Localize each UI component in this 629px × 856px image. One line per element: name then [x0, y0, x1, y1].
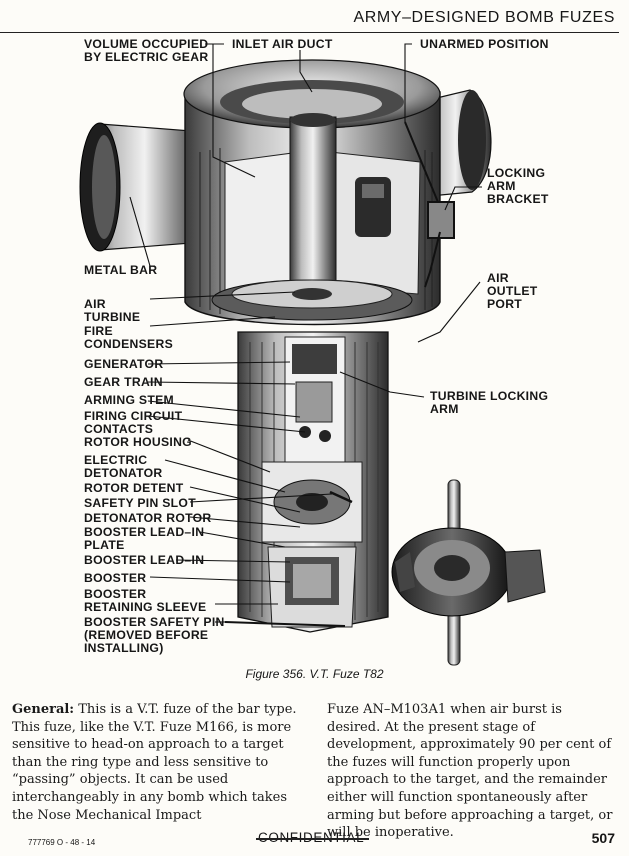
- label-line: ARM: [430, 402, 459, 416]
- label-generator: GENERATOR: [84, 357, 164, 371]
- label-line: OUTLET: [487, 284, 538, 298]
- label-unarmed-position: UNARMED POSITION: [420, 37, 549, 51]
- label-line: LOCKING: [487, 166, 546, 180]
- label-electric-detonator: ELECTRIC DETONATOR: [84, 454, 163, 480]
- label-line: DETONATOR: [84, 466, 163, 480]
- figure-caption: Figure 356. V.T. Fuze T82: [245, 667, 384, 681]
- label-booster-retaining-sleeve: BOOSTER RETAINING SLEEVE: [84, 588, 206, 614]
- label-line: PORT: [487, 297, 523, 311]
- figure-356: VOLUME OCCUPIED BY ELECTRIC GEAR INLET A…: [0, 32, 629, 682]
- label-line: FIRE: [84, 324, 113, 338]
- label-locking-arm-bracket: LOCKING ARM BRACKET: [487, 167, 549, 206]
- label-line: PLATE: [84, 538, 125, 552]
- label-booster-lead-in: BOOSTER LEAD–IN: [84, 553, 205, 567]
- label-line: TURBINE: [84, 310, 141, 324]
- label-line: CONDENSERS: [84, 337, 174, 351]
- label-line: VOLUME OCCUPIED: [84, 37, 209, 51]
- body-paragraph-left: This is a V.T. fuze of the bar type. Thi…: [12, 702, 297, 823]
- label-line: BY ELECTRIC GEAR: [84, 50, 209, 64]
- body-paragraph-right: Fuze AN–M103A1 when air burst is desired…: [327, 702, 613, 841]
- label-gear-train: GEAR TRAIN: [84, 375, 163, 389]
- label-air-outlet-port: AIR OUTLET PORT: [487, 272, 538, 311]
- label-rotor-housing: ROTOR HOUSING: [84, 435, 192, 449]
- label-fire-condensers: FIRE CONDENSERS: [84, 325, 173, 351]
- leader-lines: [129, 43, 482, 623]
- label-line: INSTALLING): [84, 641, 164, 655]
- header-title: ARMY–DESIGNED BOMB FUZES: [353, 9, 615, 26]
- label-arming-stem: ARMING STEM: [84, 393, 174, 407]
- label-line: RETAINING SLEEVE: [84, 600, 207, 614]
- label-rotor-detent: ROTOR DETENT: [84, 481, 184, 495]
- label-metal-bar: METAL BAR: [84, 263, 158, 277]
- label-booster: BOOSTER: [84, 571, 147, 585]
- label-detonator-rotor: DETONATOR ROTOR: [84, 511, 212, 525]
- label-line: BOOSTER SAFETY PIN: [84, 615, 225, 629]
- label-line: ARM: [487, 179, 516, 193]
- classification-mark: CONFIDENTIAL: [258, 830, 364, 845]
- body-column-right: Fuze AN–M103A1 when air burst is desired…: [327, 701, 619, 842]
- air-turbine: [211, 279, 413, 321]
- label-turbine-locking-arm: TURBINE LOCKING ARM: [430, 390, 548, 416]
- print-code: 777769 O - 48 - 14: [28, 838, 96, 847]
- body-column-left: General: This is a V.T. fuze of the bar …: [12, 701, 310, 824]
- label-line: (REMOVED BEFORE: [84, 628, 209, 642]
- label-inlet-air-duct: INLET AIR DUCT: [232, 37, 333, 51]
- fuze-illustration: [79, 43, 546, 666]
- label-booster-lead-in-plate: BOOSTER LEAD–IN PLATE: [84, 526, 204, 552]
- label-line: BRACKET: [487, 192, 549, 206]
- label-line: BOOSTER LEAD–IN: [84, 525, 205, 539]
- fuze-photo: [391, 479, 546, 666]
- label-safety-pin-slot: SAFETY PIN SLOT: [84, 496, 196, 510]
- label-firing-circuit-contacts: FIRING CIRCUIT CONTACTS: [84, 410, 182, 436]
- label-line: AIR: [487, 271, 509, 285]
- label-volume-occupied: VOLUME OCCUPIED BY ELECTRIC GEAR: [84, 38, 208, 64]
- page-number: 507: [591, 830, 615, 846]
- label-line: CONTACTS: [84, 422, 154, 436]
- label-air-turbine: AIR TURBINE: [84, 298, 140, 324]
- classification-strikethrough: [256, 838, 369, 840]
- section-lead: General:: [12, 702, 75, 717]
- page-header: ARMY–DESIGNED BOMB FUZES: [0, 6, 619, 33]
- label-line: BOOSTER: [84, 587, 147, 601]
- inlet-tube-left: [79, 122, 206, 252]
- label-booster-safety-pin: BOOSTER SAFETY PIN (REMOVED BEFORE INSTA…: [84, 616, 225, 655]
- label-line: FIRING CIRCUIT: [84, 409, 183, 423]
- locking-arm: [404, 121, 455, 288]
- label-line: TURBINE LOCKING: [430, 389, 549, 403]
- label-line: AIR: [84, 297, 106, 311]
- fuze-body-lower: [224, 331, 389, 633]
- label-line: ELECTRIC: [84, 453, 148, 467]
